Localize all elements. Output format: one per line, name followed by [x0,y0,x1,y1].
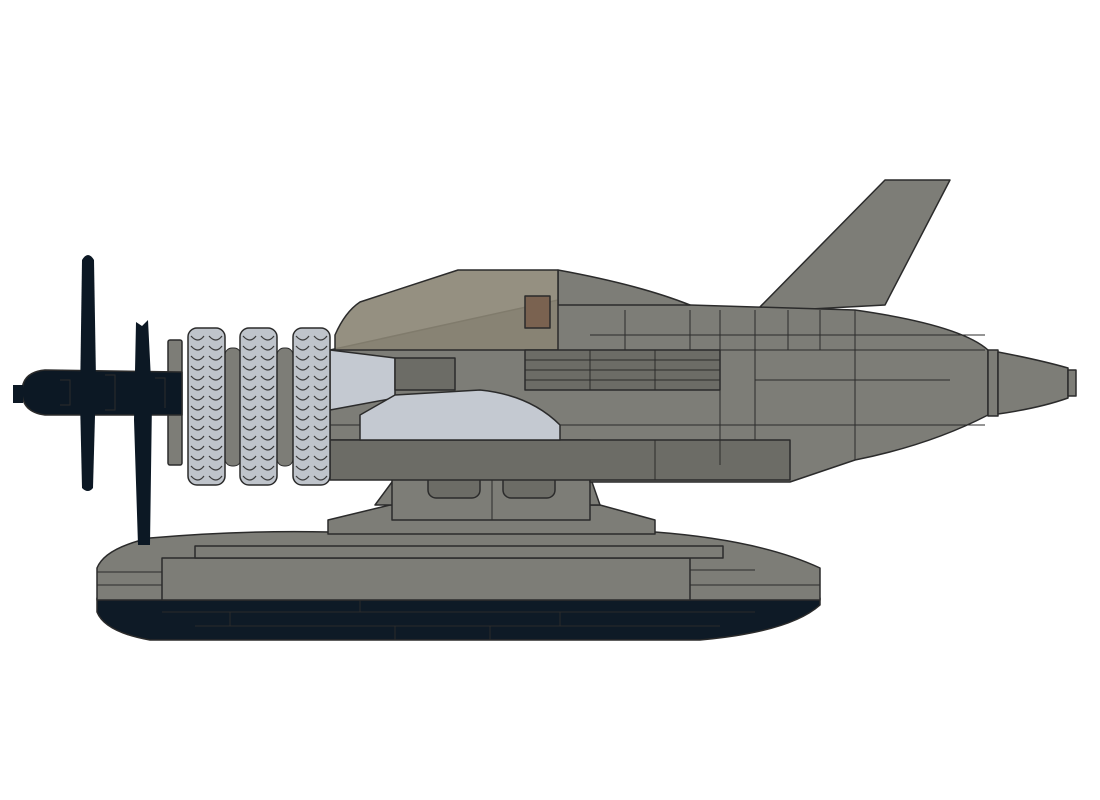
wheel-tread [242,365,275,371]
wheel-tread [295,475,328,481]
wheel-tread [242,345,275,351]
wheel-tread [190,355,223,361]
wheel-tread [190,395,223,401]
propeller-blade-rear [134,320,152,545]
prop-spinner-tip [13,385,23,403]
wheel-tread [295,335,328,341]
tail-fin [754,179,951,313]
wheel-tread [190,465,223,471]
wheel-tread [190,405,223,411]
wheel-tread [242,395,275,401]
wheel-tread [190,345,223,351]
nose-ring [987,349,999,417]
wheel-tread [295,465,328,471]
wheel-tread [190,455,223,461]
engine-wheels [187,327,331,486]
wheel-tread [242,405,275,411]
wheel-tread [242,425,275,431]
side-panel-light [359,389,561,441]
prop-hub [21,369,183,416]
nose-cone [987,349,1077,417]
upper-deck [557,269,691,306]
engine-wheel [187,327,226,486]
fuselage-lower-rail [329,439,791,481]
wheel-tread [295,375,328,381]
wheel-tread [190,375,223,381]
nose-cone-body [997,351,1069,415]
wheel-tread [295,345,328,351]
vent [394,357,456,391]
wheel-tread [242,335,275,341]
wheel-tread [242,375,275,381]
wheel-tread [190,335,223,341]
wheel-tread [242,465,275,471]
wheel-tread [242,415,275,421]
wheel-tread [242,385,275,391]
wheel-tread [242,435,275,441]
wheel-tread [295,355,328,361]
wheel-tread [295,365,328,371]
wheel-connector [224,347,242,467]
cockpit-seat [524,295,551,329]
engine-wheel [292,327,331,486]
propeller-blade-front [80,255,96,491]
fuselage [329,269,989,483]
float-deck [161,557,691,601]
wheel-tread [295,445,328,451]
wheel-tread [190,435,223,441]
propeller-assembly [13,255,183,545]
wheel-tread [242,445,275,451]
wheel-tread [295,455,328,461]
wheel-tread [242,475,275,481]
wheel-tread [295,405,328,411]
wheel-connector [276,347,294,467]
wheel-tread [190,365,223,371]
wheel-tread [295,385,328,391]
float-deck-top [194,545,724,559]
wheel-tread [242,355,275,361]
wheel-tread [295,395,328,401]
float [96,530,821,641]
wheel-tread [190,385,223,391]
nose-tip [1067,369,1077,397]
wheel-tread [190,415,223,421]
engine-wheel [239,327,278,486]
wheel-tread [295,425,328,431]
wheel-tread [295,415,328,421]
wheel-tread [190,425,223,431]
float-hull-bottom [96,597,821,641]
wheel-tread [295,435,328,441]
wheel-tread [190,445,223,451]
wheel-tread [242,455,275,461]
canopy [334,269,559,351]
wheel-tread [190,475,223,481]
